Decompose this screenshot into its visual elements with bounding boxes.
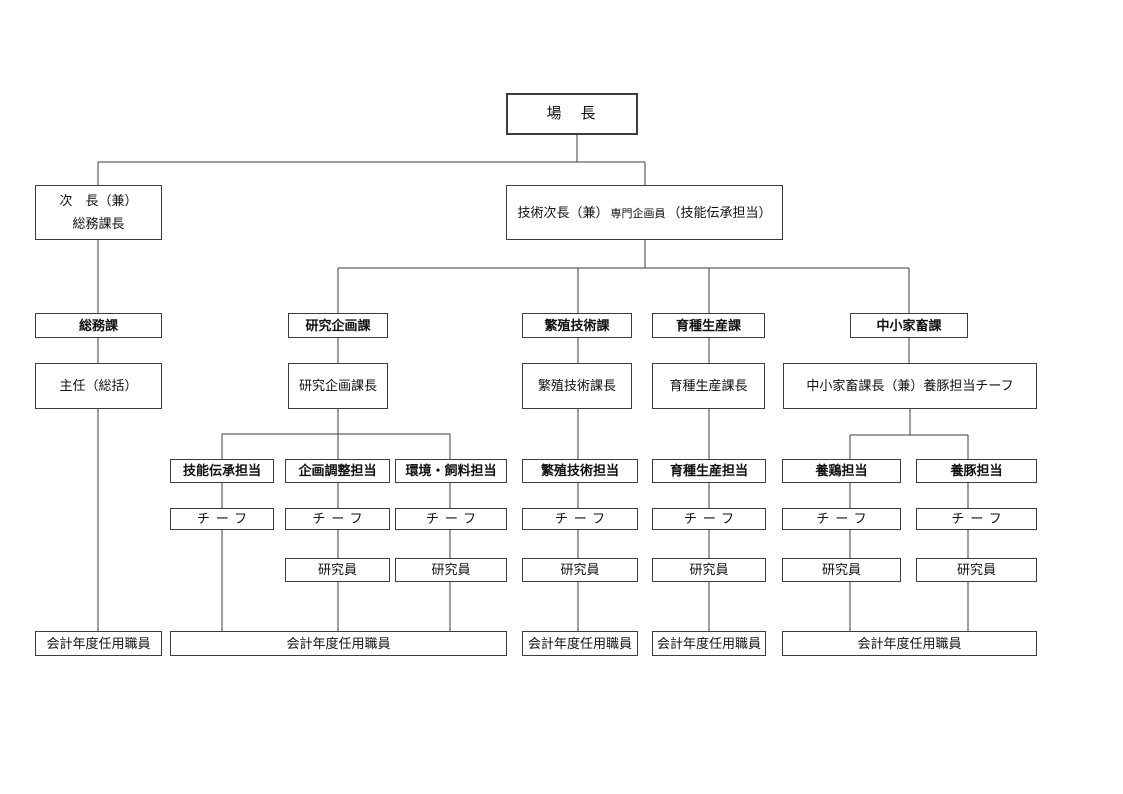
org-box-fiscal-staff-general-affairs: 会計年度任用職員	[35, 631, 162, 656]
org-box-researcher-breeding-technology: 研究員	[522, 558, 638, 582]
org-box-unit-skill-transfer: 技能伝承担当	[170, 459, 274, 483]
org-box-unit-swine: 養豚担当	[916, 459, 1037, 483]
org-box-researcher-environment-feed: 研究員	[395, 558, 507, 582]
org-box-senior-staff-general: 主任（総括）	[35, 363, 162, 409]
org-box-fiscal-staff-small-livestock: 会計年度任用職員	[782, 631, 1037, 656]
org-box-deputy-director-line: 総務課長	[72, 215, 125, 231]
org-box-chief-swine: チーフ	[916, 508, 1037, 530]
org-box-breeding-technology-manager: 繁殖技術課長	[522, 363, 632, 409]
org-box-chief-environment-feed: チーフ	[395, 508, 507, 530]
org-box-unit-poultry: 養鶏担当	[782, 459, 901, 483]
org-box-dept-breeding-production: 育種生産課	[652, 313, 765, 338]
org-box-unit-planning-coordination: 企画調整担当	[285, 459, 390, 483]
org-box-unit-environment-feed: 環境・飼料担当	[395, 459, 507, 483]
org-box-researcher-planning-coordination: 研究員	[285, 558, 390, 582]
org-box-dept-research-planning: 研究企画課	[288, 313, 388, 338]
org-box-fiscal-staff-research-planning: 会計年度任用職員	[170, 631, 507, 656]
org-box-director: 場 長	[506, 93, 638, 135]
org-box-chief-breeding-production: チーフ	[652, 508, 766, 530]
org-box-chief-skill-transfer: チーフ	[170, 508, 274, 530]
org-box-unit-breeding-production: 育種生産担当	[652, 459, 766, 483]
org-box-fiscal-staff-breeding-production: 会計年度任用職員	[652, 631, 766, 656]
org-box-technical-deputy-director: 技術次長（兼）専門企画員（技能伝承担当）	[506, 185, 783, 240]
org-box-deputy-director: 次 長（兼） 総務課長	[35, 185, 162, 240]
org-box-researcher-breeding-production: 研究員	[652, 558, 766, 582]
org-box-researcher-poultry: 研究員	[782, 558, 901, 582]
org-box-research-planning-manager: 研究企画課長	[288, 363, 388, 409]
org-box-unit-breeding-technology: 繁殖技術担当	[522, 459, 638, 483]
org-box-small-livestock-manager: 中小家畜課長（兼）養豚担当チーフ	[783, 363, 1037, 409]
org-box-chief-poultry: チーフ	[782, 508, 901, 530]
org-box-dept-breeding-technology: 繁殖技術課	[522, 313, 632, 338]
org-box-chief-breeding-technology: チーフ	[522, 508, 638, 530]
org-box-researcher-swine: 研究員	[916, 558, 1037, 582]
org-box-chief-planning-coordination: チーフ	[285, 508, 390, 530]
org-box-fiscal-staff-breeding-technology: 会計年度任用職員	[522, 631, 638, 656]
org-box-technical-deputy-director-label: 技術次長（兼）専門企画員（技能伝承担当）	[517, 204, 772, 220]
org-box-dept-general-affairs: 総務課	[35, 313, 162, 338]
org-box-breeding-production-manager: 育種生産課長	[652, 363, 765, 409]
org-box-deputy-director-line: 次 長（兼）	[59, 192, 138, 208]
org-box-dept-small-livestock: 中小家畜課	[850, 313, 968, 338]
